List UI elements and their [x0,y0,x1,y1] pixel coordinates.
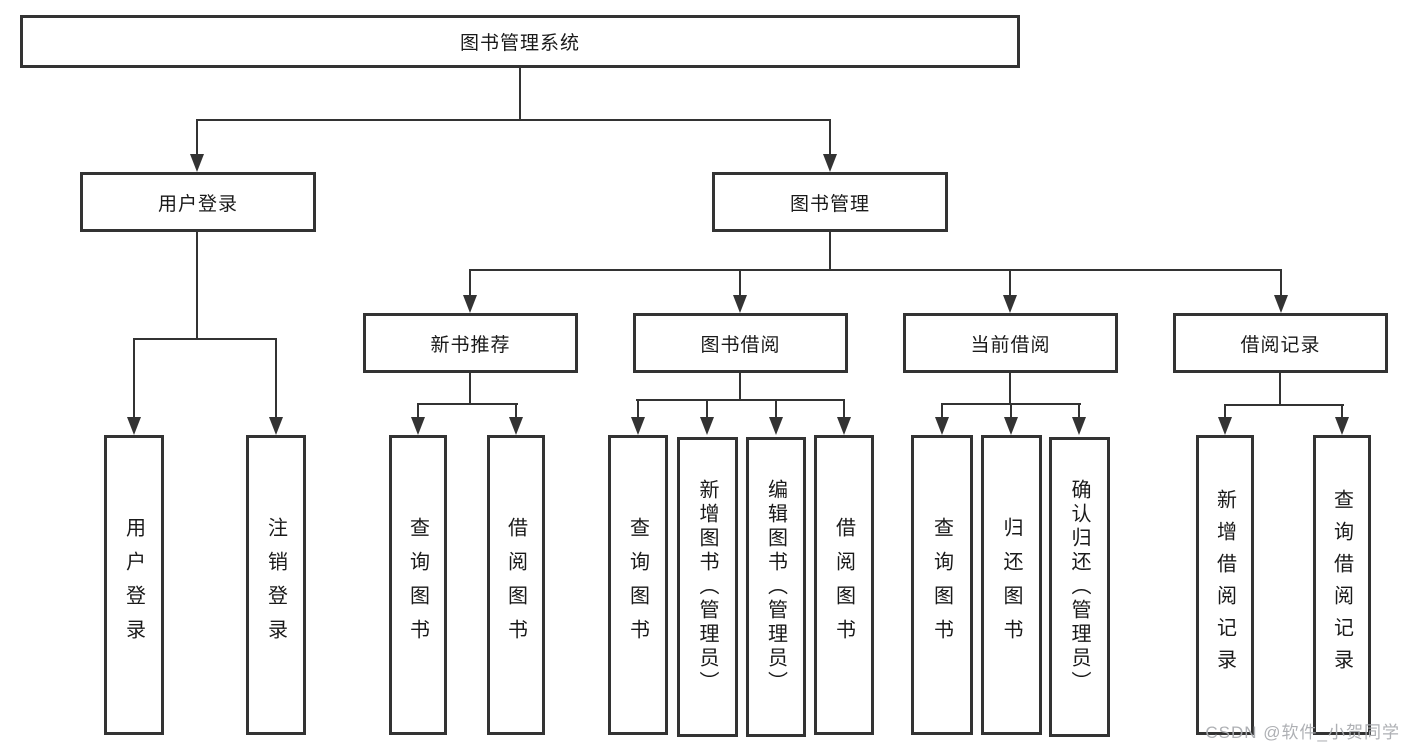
connector-line [275,340,277,418]
connector-line [829,121,831,156]
connector-line [941,405,943,418]
arrow-down-icon [631,417,645,435]
connector-line [515,405,517,418]
connector-line [1010,405,1012,418]
connector-line [739,373,741,401]
leaf-bb-borrow-books: 借阅图书 [814,435,874,735]
node-root-label: 图书管理系统 [459,33,580,54]
arrow-down-icon [1274,295,1288,313]
leaf-bb-edit-books-admin-label: 编辑图书（管理员） [764,479,787,695]
leaf-cb-query-books: 查询图书 [911,435,973,735]
arrow-down-icon [935,417,949,435]
leaf-cb-confirm-return-admin-label: 确认归还（管理员） [1068,479,1090,695]
node-borrow-records: 借阅记录 [1173,313,1388,373]
arrow-down-icon [509,417,523,435]
leaf-br-query-record-label: 查询借阅记录 [1330,489,1353,681]
arrow-down-icon [269,417,283,435]
arrow-down-icon [733,295,747,313]
node-book-management: 图书管理 [712,172,948,232]
connector-line [519,68,521,120]
connector-line [1279,373,1281,405]
leaf-user-login: 用户登录 [104,435,164,735]
connector-line [1009,373,1011,404]
connector-line [133,338,277,340]
connector-line [1224,404,1344,406]
arrow-down-icon [127,417,141,435]
connector-line [469,271,471,297]
node-book-borrow: 图书借阅 [633,313,848,373]
leaf-bb-borrow-books-label: 借阅图书 [832,517,855,653]
connector-line [843,401,845,418]
connector-line [637,401,639,418]
leaf-bb-query-books-label: 查询图书 [626,517,649,653]
connector-line [1078,405,1080,418]
connector-line [775,401,777,418]
arrow-down-icon [190,154,204,172]
leaf-cb-return-books: 归还图书 [981,435,1042,735]
connector-line [636,399,845,401]
arrow-down-icon [837,417,851,435]
leaf-user-login-label: 用户登录 [122,517,145,653]
connector-line [196,119,831,121]
connector-line [469,269,1282,271]
arrow-down-icon [1003,295,1017,313]
leaf-br-add-record-label: 新增借阅记录 [1213,489,1236,681]
connector-line [417,405,419,418]
leaf-nb-borrow-books: 借阅图书 [487,435,545,735]
node-current-borrow: 当前借阅 [903,313,1118,373]
leaf-nb-query-books: 查询图书 [389,435,447,735]
leaf-nb-query-books-label: 查询图书 [406,517,429,653]
node-book-management-label: 图书管理 [789,193,870,215]
connector-line [196,121,198,156]
connector-line [417,403,518,405]
arrow-down-icon [1218,417,1232,435]
arrow-down-icon [769,417,783,435]
connector-line [941,403,1081,405]
node-user-login: 用户登录 [80,172,316,232]
leaf-bb-query-books: 查询图书 [608,435,668,735]
leaf-nb-borrow-books-label: 借阅图书 [504,517,527,653]
leaf-bb-edit-books-admin: 编辑图书（管理员） [746,437,806,737]
leaf-logout: 注销登录 [246,435,306,735]
arrow-down-icon [1072,417,1086,435]
watermark: CSDN @软件_小贺同学 [1205,723,1400,742]
arrow-down-icon [700,417,714,435]
node-borrow-records-label: 借阅记录 [1240,334,1321,356]
connector-line [133,340,135,418]
node-user-login-label: 用户登录 [157,193,238,215]
connector-line [1009,271,1011,297]
arrow-down-icon [1004,417,1018,435]
connector-line [739,271,741,297]
leaf-cb-confirm-return-admin: 确认归还（管理员） [1049,437,1110,737]
node-new-book-recommend-label: 新书推荐 [430,334,511,356]
connector-line [469,373,471,404]
arrow-down-icon [411,417,425,435]
arrow-down-icon [823,154,837,172]
connector-line [1341,406,1343,418]
arrow-down-icon [1335,417,1349,435]
arrow-down-icon [463,295,477,313]
node-current-borrow-label: 当前借阅 [970,334,1051,356]
connector-line [196,232,198,339]
leaf-logout-label: 注销登录 [264,517,287,653]
leaf-bb-add-books-admin-label: 新增图书（管理员） [696,479,718,695]
leaf-cb-return-books-label: 归还图书 [1000,517,1022,653]
leaf-br-add-record: 新增借阅记录 [1196,435,1254,735]
node-new-book-recommend: 新书推荐 [363,313,578,373]
leaf-bb-add-books-admin: 新增图书（管理员） [677,437,738,737]
node-root: 图书管理系统 [20,15,1020,68]
connector-line [1280,271,1282,297]
connector-line [1224,406,1226,418]
leaf-br-query-record: 查询借阅记录 [1313,435,1371,735]
node-book-borrow-label: 图书借阅 [700,334,781,356]
connector-line [829,232,831,271]
connector-line [706,401,708,418]
leaf-cb-query-books-label: 查询图书 [930,517,953,653]
